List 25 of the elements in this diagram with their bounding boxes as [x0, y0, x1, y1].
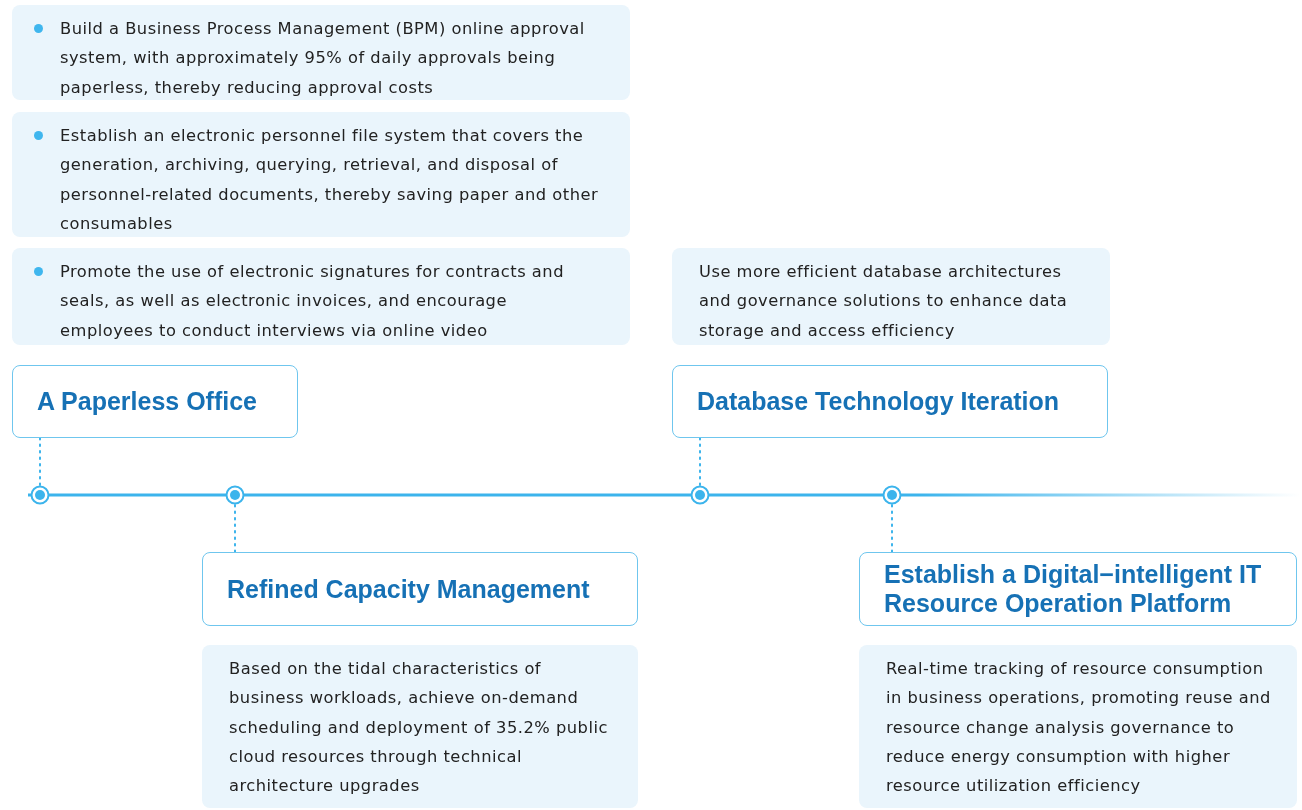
- description-card: [12, 248, 630, 345]
- milestone-box: [672, 365, 1108, 438]
- milestone-box: [12, 365, 298, 438]
- description-text: Establish an electronic personnel file system that covers the generation, archiving, querying, retrieval, and disposal of personnel-related documents, thereby saving paper and other consumables: [60, 121, 604, 239]
- description-text: Promote the use of electronic signatures for contracts and seals, as well as electronic invoices, and encourage employees to conduct interviews via online video: [60, 257, 604, 345]
- timeline-dot: [882, 485, 902, 505]
- dotted-connector: [699, 437, 701, 486]
- dotted-connector: [234, 504, 236, 553]
- description-text: Build a Business Process Management (BPM) online approval system, with approximately 95% of daily approvals being paperless, thereby reducing approval costs: [60, 14, 604, 102]
- dotted-connector: [891, 504, 893, 553]
- description-text: Based on the tidal characteristics of business workloads, achieve on-demand scheduling and deployment of 35.2% public cloud resources through technical architecture upgrades: [229, 658, 609, 798]
- milestone-box: [859, 552, 1297, 626]
- milestone-box: [202, 552, 638, 626]
- timeline-dot: [225, 485, 245, 505]
- timeline-dot: [30, 485, 50, 505]
- description-card: [12, 5, 630, 100]
- description-text: Real-time tracking of resource consumption in business operations, promoting reuse and resource change analysis governance to reduce energy consumption with higher resource utilization efficiency: [886, 658, 1271, 798]
- description-text: Use more efficient database architectures and governance solutions to enhance data storage and access efficiency: [699, 261, 1069, 342]
- timeline-dot: [690, 485, 710, 505]
- milestone-title: Database Technology Iteration: [697, 387, 1060, 416]
- dotted-connector: [39, 437, 41, 486]
- milestone-title: A Paperless Office: [37, 387, 257, 416]
- milestone-title: Establish a Digital−intelligent IT Resource Operation Platform: [884, 560, 1263, 618]
- milestone-title: Refined Capacity Management: [227, 574, 590, 604]
- description-card: [12, 112, 630, 237]
